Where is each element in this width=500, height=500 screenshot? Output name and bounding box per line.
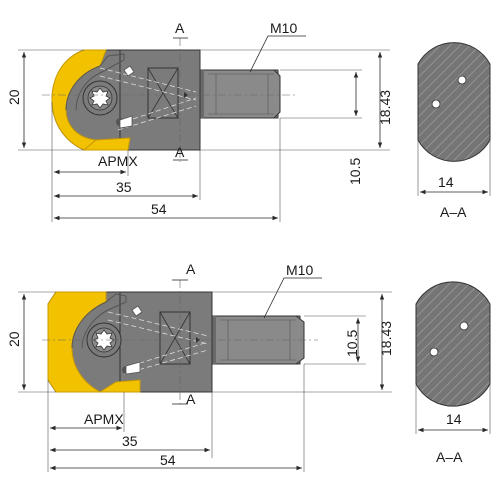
bottom-dim-height: 20 — [6, 331, 22, 347]
top-section-label-top: A — [175, 20, 185, 36]
bottom-dim-body: 18.43 — [378, 321, 394, 356]
top-section-name: A–A — [440, 204, 467, 220]
top-shank — [197, 69, 281, 119]
top-drawing: A A M10 20 10.5 18.43 APMX 35 54 — [6, 20, 491, 222]
top-thread-leader — [249, 35, 306, 73]
bottom-section-name: A–A — [436, 449, 463, 465]
bottom-thread-label: M10 — [286, 262, 313, 278]
top-dim-body: 18.43 — [377, 90, 393, 125]
top-dim-height: 20 — [6, 89, 22, 105]
top-section-label-bottom: A — [175, 144, 185, 160]
top-section-shape — [417, 42, 491, 162]
top-thread-label: M10 — [270, 20, 297, 36]
bottom-dim-54: 54 — [160, 452, 176, 468]
torx-screw-icon — [82, 80, 118, 116]
bottom-section-shape — [415, 281, 491, 407]
top-section-width: 14 — [438, 174, 454, 190]
bottom-section-label-top: A — [186, 261, 196, 277]
bottom-thread-leader — [263, 277, 322, 319]
bottom-section-view: 14 A–A — [415, 281, 491, 465]
bottom-dim-shank: 10.5 — [344, 330, 360, 357]
bottom-section-label-bottom: A — [186, 391, 196, 407]
bottom-dim-apmx: APMX — [84, 411, 124, 427]
top-dim-shank: 10.5 — [347, 158, 363, 185]
bottom-drawing: A A M10 20 10.5 18.43 APMX 35 54 — [6, 261, 491, 472]
top-dim-54: 54 — [151, 201, 167, 217]
bottom-section-width: 14 — [446, 411, 462, 427]
top-shank-body — [197, 69, 279, 119]
top-shank-step — [198, 70, 204, 118]
torx-screw-icon — [86, 322, 122, 358]
top-dim-35: 35 — [116, 179, 132, 195]
bottom-dim-35: 35 — [122, 433, 138, 449]
top-section-view: 14 A–A — [417, 42, 491, 220]
top-dim-apmx: APMX — [98, 153, 138, 169]
